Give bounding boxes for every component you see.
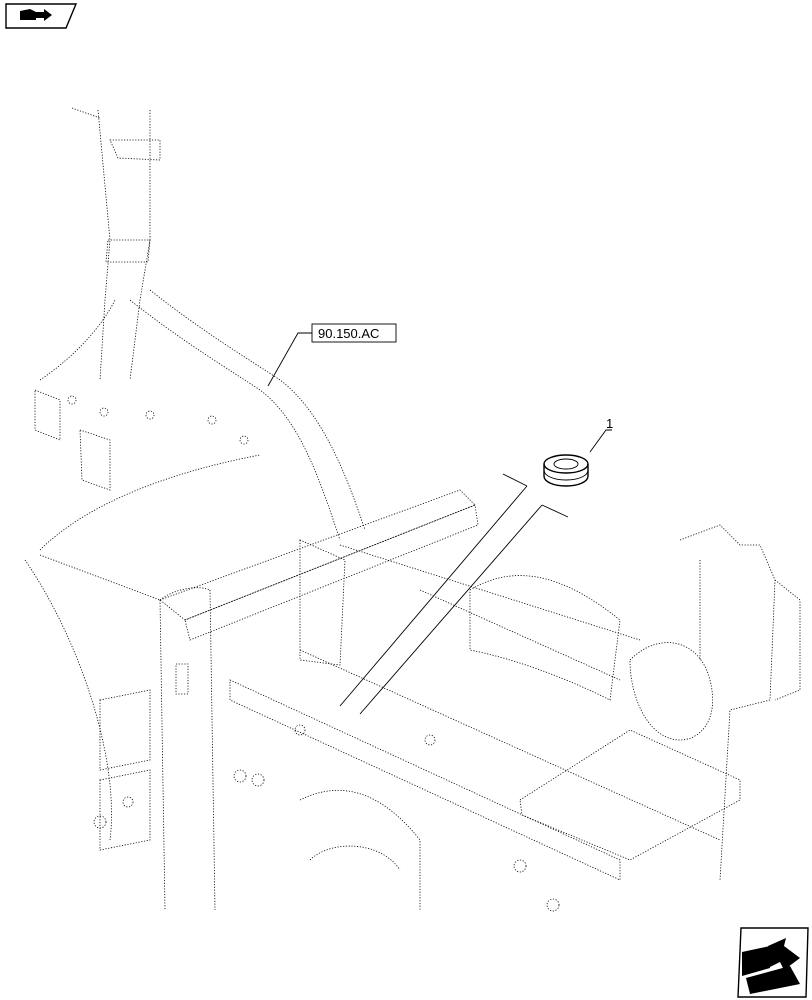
reference-label: 90.150.AC: [318, 326, 379, 341]
item-number-label: 1: [606, 416, 613, 431]
item-leader-lines: [339, 429, 612, 715]
book-arrow-icon[interactable]: [5, 3, 78, 29]
next-page-arrow-icon[interactable]: [737, 927, 809, 998]
cab-frame-drawing: [24, 107, 801, 912]
reference-callout[interactable]: 90.150.AC: [267, 323, 397, 387]
grommet-part: [543, 454, 589, 487]
